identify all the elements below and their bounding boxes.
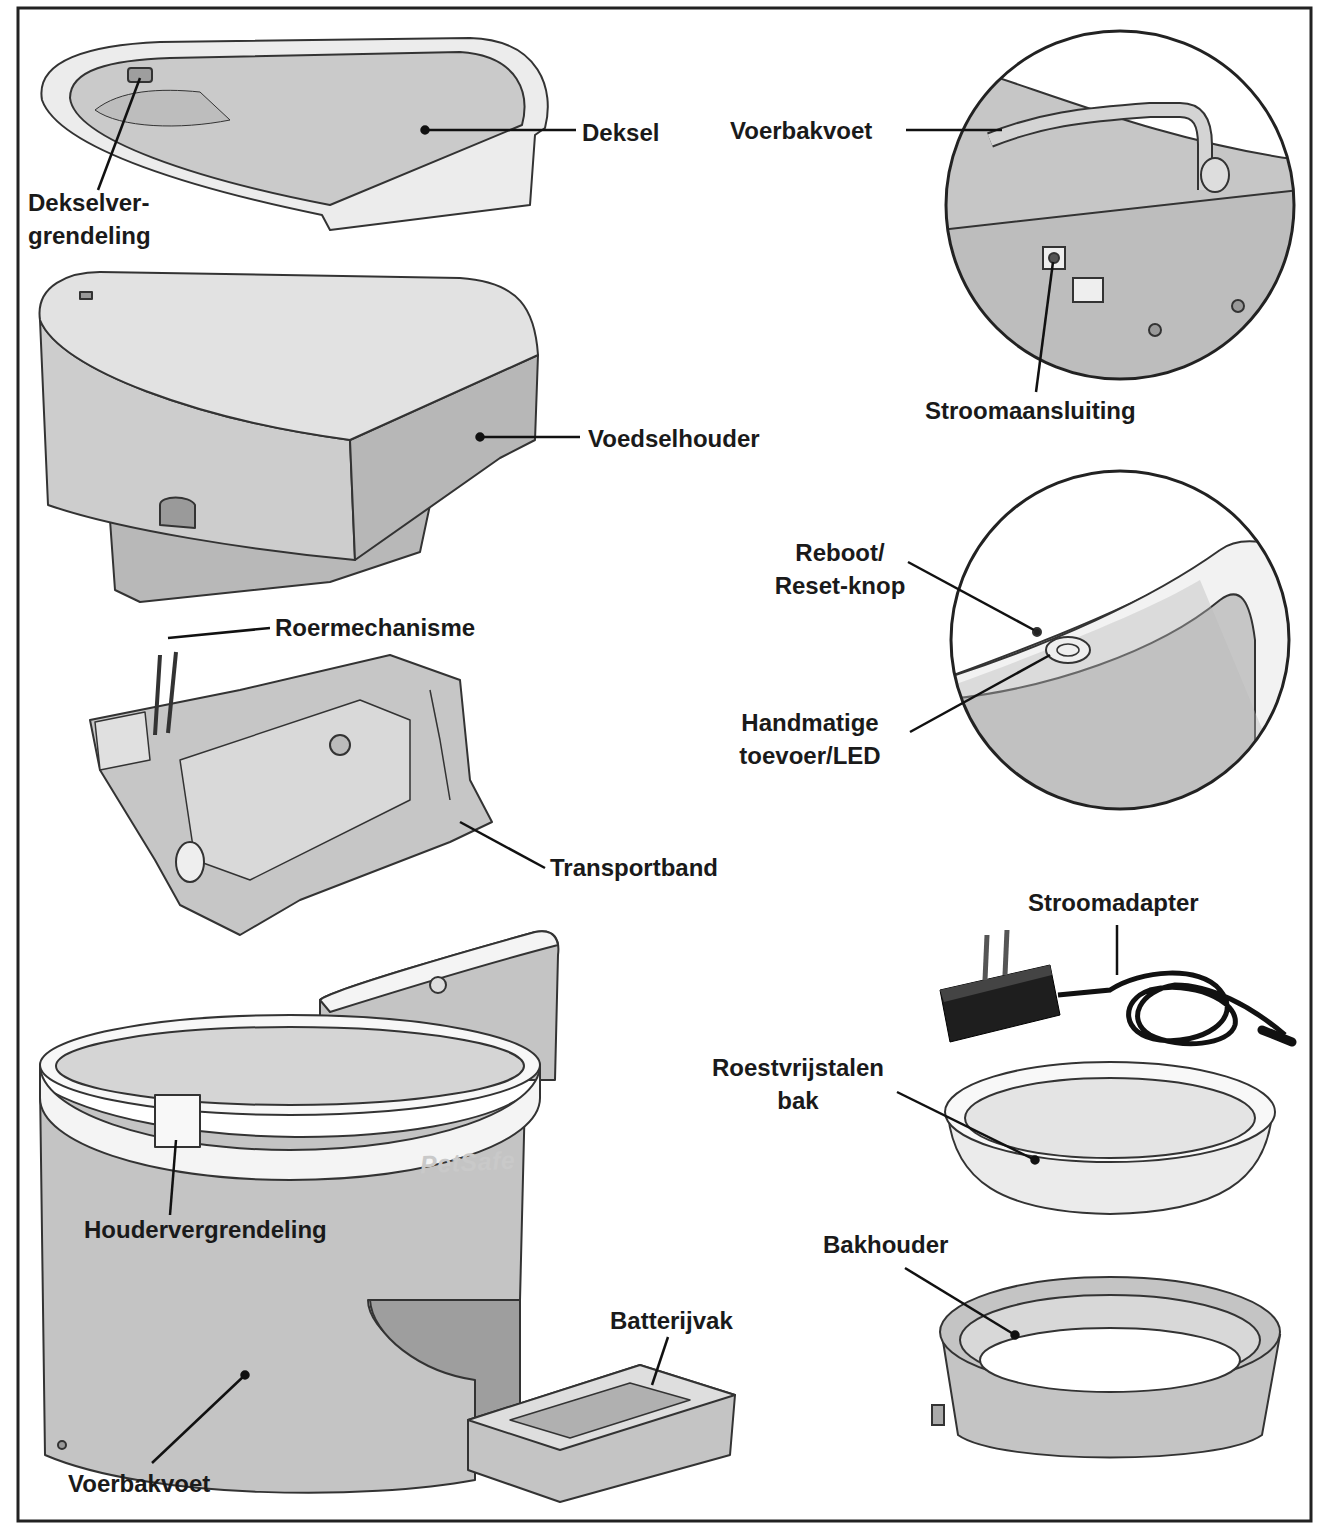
detail-ring [946, 31, 1294, 379]
holder-tab [932, 1405, 944, 1425]
leader-line [910, 655, 1050, 732]
battery-cavity [510, 1383, 690, 1438]
base-button [430, 977, 446, 993]
part-label: Deksel [582, 116, 659, 149]
part-label: Roermechanisme [275, 611, 475, 644]
conveyor-belt [180, 700, 410, 880]
detail-bg [940, 460, 1300, 820]
conveyor-edge [430, 690, 450, 800]
part-label: Dekselver- grendeling [28, 186, 178, 252]
adapter-prong [985, 935, 987, 980]
holder-drawing [932, 1277, 1280, 1458]
base-screw [58, 1441, 66, 1449]
lid-recess [95, 90, 230, 126]
leader-lines [98, 78, 1117, 1463]
container-rim [40, 272, 538, 440]
battery-top [468, 1365, 735, 1450]
part-label: Voerbakvoet [730, 114, 872, 147]
detail-button [940, 460, 1300, 820]
stirrer-rod [155, 655, 160, 735]
handle-outline [990, 110, 1205, 190]
adapter-plug [1262, 1030, 1292, 1042]
roller-gear [176, 842, 204, 882]
part-label: Houdervergrendeling [84, 1213, 327, 1246]
leader-dot [477, 434, 484, 441]
screw [1232, 300, 1244, 312]
part-label: Reboot/ Reset-knop [760, 536, 920, 602]
conveyor-drawing [90, 652, 492, 935]
feed-button-ring [1057, 644, 1079, 656]
leader-line [425, 129, 576, 132]
part-label: Batterijvak [610, 1304, 733, 1337]
battery-body [468, 1365, 735, 1502]
adapter-prong [1005, 930, 1007, 975]
leader-line [152, 1375, 245, 1463]
part-label: Bakhouder [823, 1228, 948, 1261]
leader-line [480, 436, 580, 439]
container-notch [80, 292, 92, 299]
adapter-cord [1058, 973, 1285, 1044]
leader-line [168, 628, 270, 638]
lid-top [70, 52, 524, 205]
detail-ring [951, 471, 1289, 809]
base-rim [40, 1015, 540, 1115]
part-label: Stroomadapter [1028, 886, 1199, 919]
part-label: Stroomaansluiting [925, 394, 1136, 427]
base-drawing [40, 931, 558, 1493]
handle [990, 110, 1205, 190]
leader-line [652, 1337, 668, 1385]
leader-dot [1012, 1332, 1019, 1339]
power-port [1043, 247, 1065, 269]
stirrer-rod [168, 652, 176, 733]
holder-latch [155, 1095, 200, 1147]
leader-line [908, 562, 1034, 630]
screw [1149, 324, 1161, 336]
part-label: Roestvrijstalen bak [698, 1051, 898, 1117]
leader-line [905, 1268, 1015, 1335]
part-label: Handmatige toevoer/LED [715, 706, 905, 772]
adapter-top [940, 965, 1052, 1002]
detail-bg [940, 20, 1300, 400]
frame [18, 8, 1311, 1521]
container-drawing [40, 272, 538, 602]
leader-dot [1032, 1157, 1039, 1164]
roller-hub [330, 735, 350, 755]
leader-line [460, 822, 545, 868]
leader-line [98, 78, 140, 190]
part-label: Transportband [550, 851, 718, 884]
data-port [1073, 278, 1103, 302]
bowl-rim [945, 1062, 1275, 1162]
adapter-body [940, 965, 1060, 1042]
leader-line [1116, 925, 1119, 975]
bowl-drawing [945, 1062, 1275, 1214]
leader-line [170, 1140, 176, 1215]
leader-dot [242, 1372, 249, 1379]
holder-hole [980, 1328, 1240, 1392]
leader-dot [422, 127, 429, 134]
base-opening [56, 1027, 524, 1105]
power-pin [1049, 253, 1059, 263]
detail-body [940, 60, 1300, 400]
leader-line [897, 1092, 1035, 1160]
battery-drawing [468, 1365, 735, 1502]
conveyor-body [90, 655, 492, 935]
part-label: Voedselhouder [588, 422, 760, 455]
brand-watermark: PetSafe [419, 1144, 516, 1182]
feed-button [1046, 637, 1090, 663]
stirrer-box [95, 712, 150, 770]
detail-power [940, 20, 1300, 400]
detail-rim [940, 541, 1300, 820]
leader-line [1036, 262, 1053, 392]
detail-shade [940, 580, 1300, 820]
container-slot [160, 498, 195, 529]
base-tower-cap [320, 931, 558, 1012]
part-label: Voerbakvoet [68, 1467, 210, 1500]
detail-side [940, 190, 1300, 400]
leader-line [906, 129, 1002, 132]
handle-knob [1201, 158, 1229, 192]
